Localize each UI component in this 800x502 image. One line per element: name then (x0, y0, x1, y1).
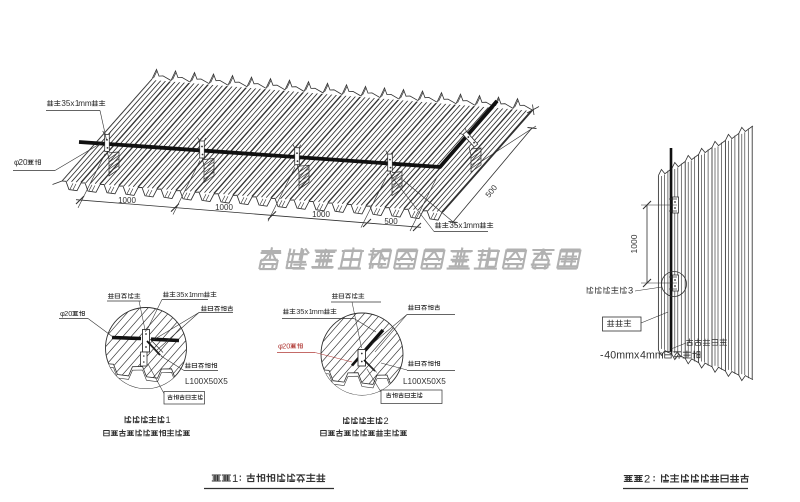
svg-text:2: 2 (64, 309, 68, 318)
svg-text:0: 0 (23, 158, 28, 167)
svg-text:3: 3 (61, 99, 66, 108)
svg-text:m: m (646, 350, 655, 362)
svg-text:3: 3 (628, 285, 633, 296)
svg-text:x: x (305, 307, 309, 316)
svg-text:1000: 1000 (215, 203, 233, 212)
svg-text:-: - (600, 350, 604, 362)
svg-text:2: 2 (19, 158, 24, 167)
svg-text:m: m (466, 221, 473, 230)
svg-text:5: 5 (300, 307, 304, 316)
svg-text:m: m (616, 350, 625, 362)
svg-text:1000: 1000 (312, 210, 330, 219)
svg-text:4: 4 (640, 350, 646, 362)
svg-text:2: 2 (384, 416, 389, 426)
svg-text:m: m (473, 221, 480, 230)
svg-text:5: 5 (66, 99, 71, 108)
svg-text:3: 3 (176, 290, 180, 299)
svg-text:m: m (318, 307, 324, 316)
svg-text:4: 4 (604, 350, 610, 362)
svg-text:φ: φ (14, 158, 19, 167)
svg-text:500: 500 (384, 217, 398, 226)
svg-text:0: 0 (68, 309, 72, 318)
svg-text:L100X50X5: L100X50X5 (403, 377, 446, 386)
svg-text:m: m (78, 99, 85, 108)
svg-text:x: x (185, 290, 189, 299)
svg-text:2: 2 (282, 342, 286, 351)
svg-text:5: 5 (180, 290, 184, 299)
svg-text:3: 3 (449, 221, 454, 230)
svg-text:L100X50X5: L100X50X5 (185, 377, 228, 386)
svg-text:φ: φ (278, 342, 283, 351)
svg-text:m: m (85, 99, 92, 108)
svg-text:x: x (70, 99, 74, 108)
svg-text:m: m (192, 290, 198, 299)
svg-text:0: 0 (610, 350, 616, 362)
svg-text:1: 1 (166, 415, 171, 425)
svg-text:2: 2 (644, 474, 650, 486)
svg-text:1: 1 (189, 290, 193, 299)
svg-text:φ: φ (60, 309, 65, 318)
svg-text:m: m (312, 307, 318, 316)
svg-text:x: x (634, 350, 640, 362)
svg-text:x: x (458, 221, 462, 230)
svg-text:1: 1 (75, 99, 80, 108)
svg-text:m: m (198, 290, 204, 299)
svg-text:1: 1 (309, 307, 313, 316)
svg-text:m: m (655, 350, 664, 362)
svg-text:1: 1 (463, 221, 468, 230)
svg-text:0: 0 (286, 342, 290, 351)
svg-text:1: 1 (232, 473, 238, 485)
svg-text:3: 3 (296, 307, 300, 316)
svg-text:1000: 1000 (118, 196, 136, 205)
svg-text:1000: 1000 (629, 234, 639, 253)
svg-text:5: 5 (454, 221, 459, 230)
svg-text:m: m (625, 350, 634, 362)
